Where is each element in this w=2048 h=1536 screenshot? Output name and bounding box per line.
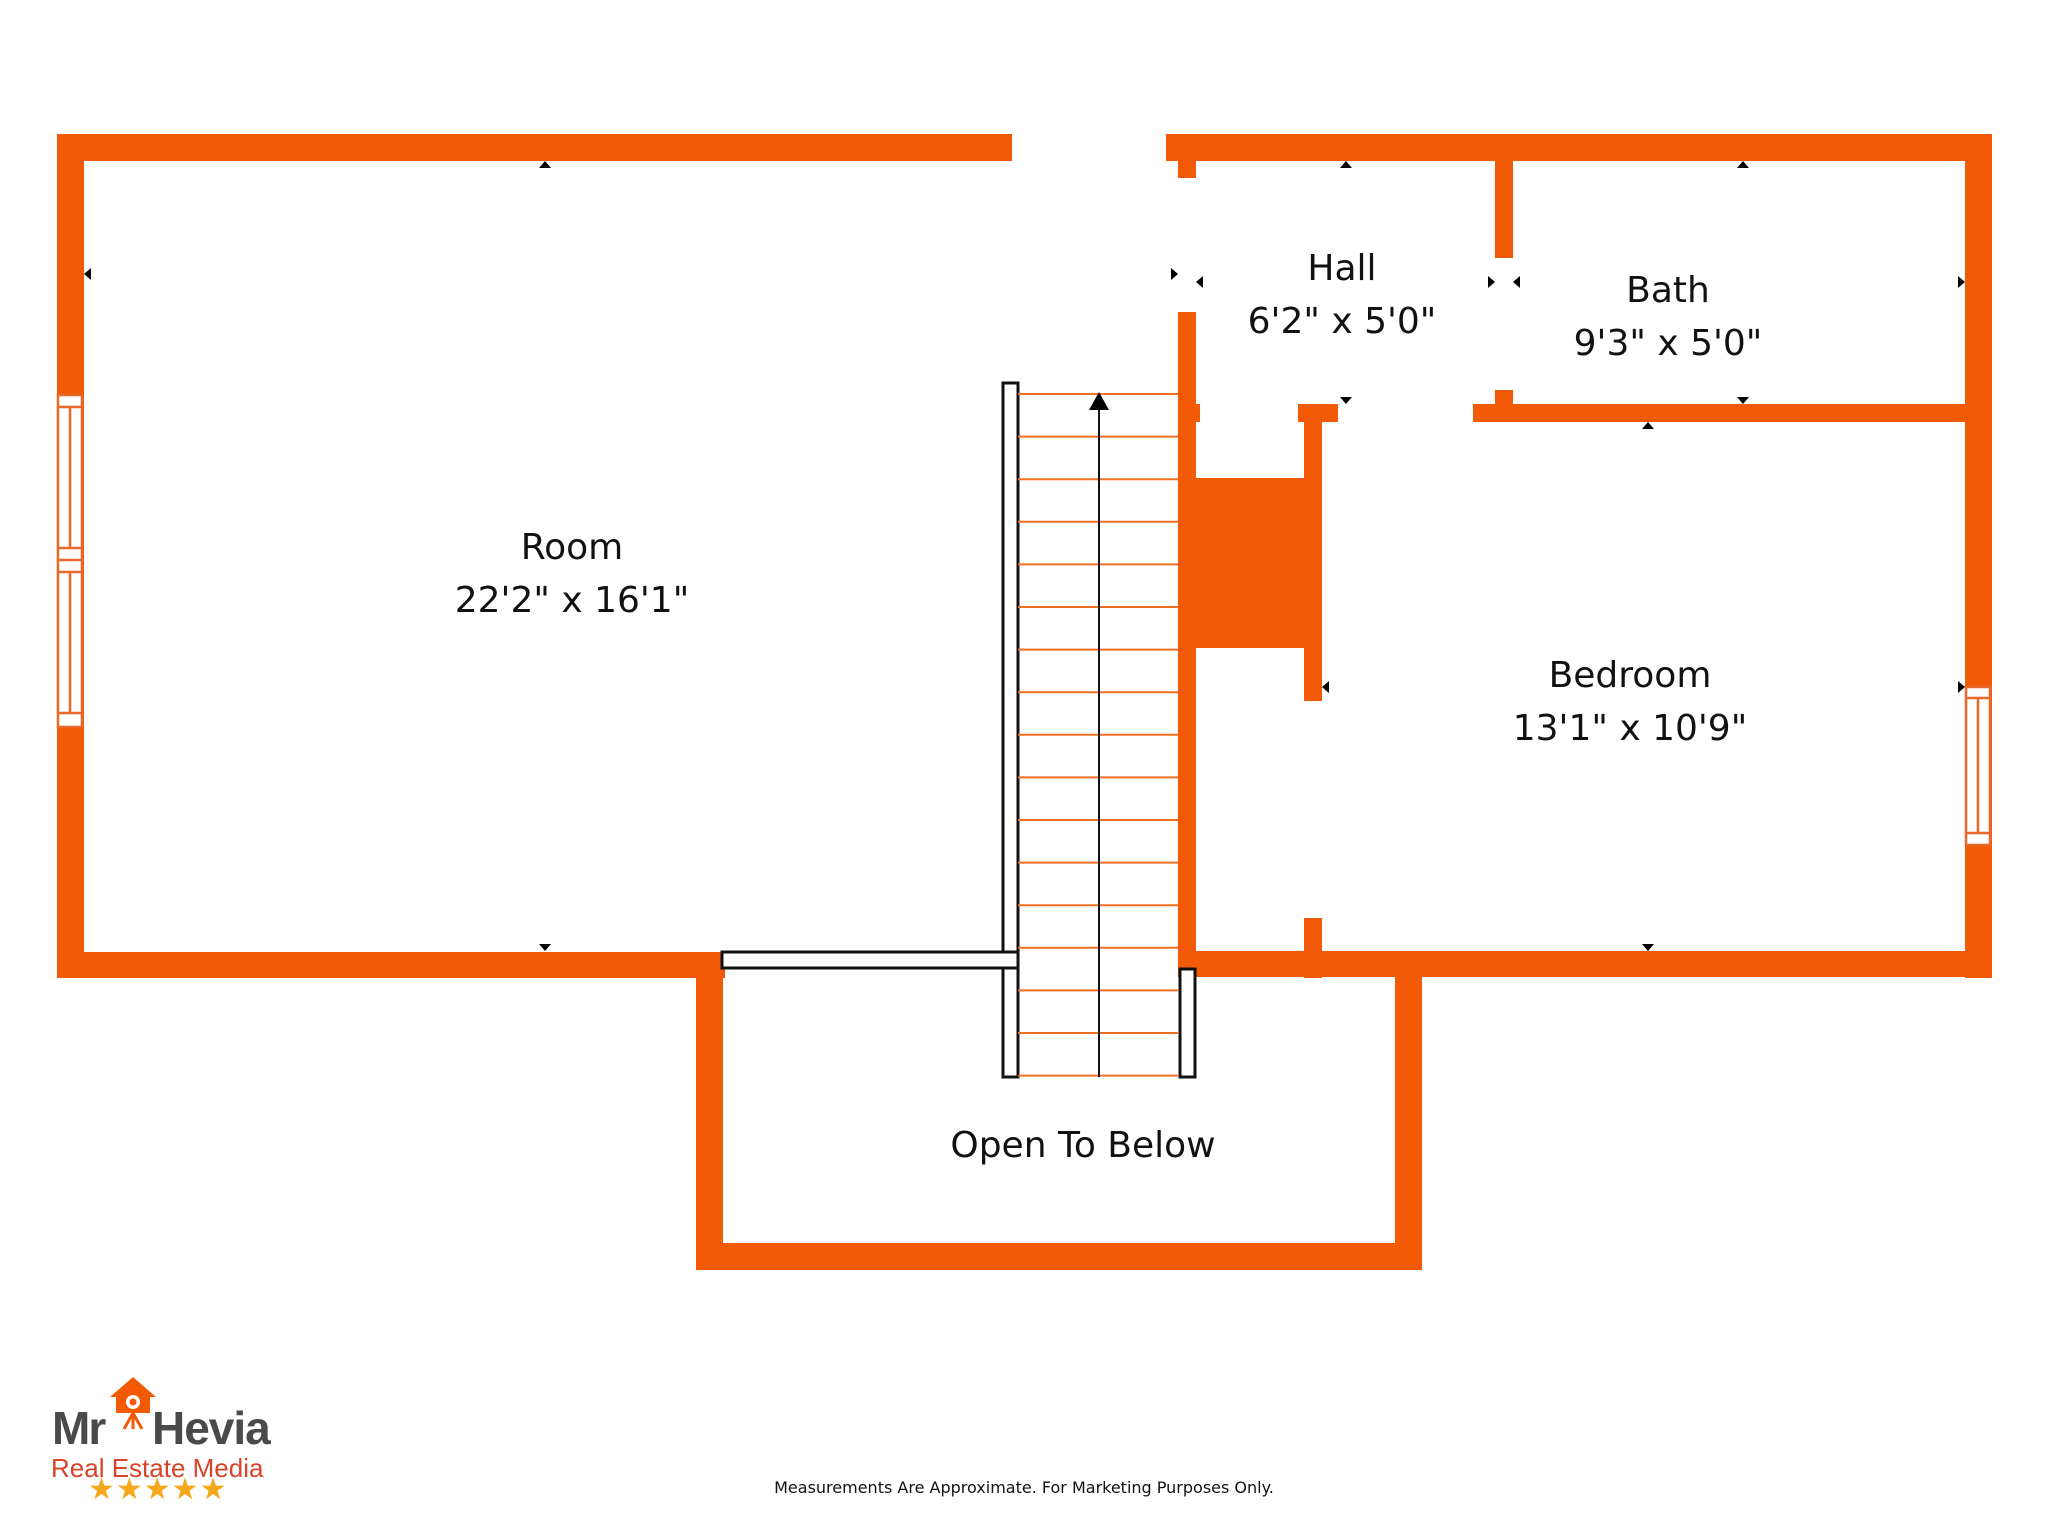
window-left [56,393,84,729]
wall-bath-bottom [1473,404,1992,422]
wall-right [1965,134,1992,978]
svg-text:13'1" x 10'9": 13'1" x 10'9" [1513,708,1748,749]
wall-bottom-right [1180,951,1992,977]
svg-text:Room: Room [521,527,624,568]
room-label-open-to-below: Open To Below [950,1125,1215,1166]
wall-otb-bottom [696,1243,1422,1270]
stair-up-arrow-icon [1089,392,1109,410]
wall-hall-bottom-a [1178,404,1200,422]
chimney-block [1178,478,1322,648]
staircase [720,381,1197,1079]
room-label-bedroom: Bedroom 13'1" x 10'9" [1513,655,1748,749]
wall-hall-bath [1495,134,1513,258]
wall-bedroom-left-lower [1304,918,1322,978]
svg-text:Bedroom: Bedroom [1549,655,1712,696]
svg-text:22'2" x 16'1": 22'2" x 16'1" [455,580,690,621]
wall-bottom-left [57,952,725,978]
house-camera-icon [110,1377,156,1430]
window-bedroom [1964,685,1992,847]
wall-otb-left [696,952,723,1270]
wall-top-right [1166,134,1992,161]
svg-text:Hall: Hall [1307,248,1376,289]
svg-text:6'2" x 5'0": 6'2" x 5'0" [1248,301,1437,342]
wall-otb-right [1395,952,1422,1270]
logo-tagline: Real Estate Media [51,1453,264,1483]
logo-brand-left: Mr [52,1402,106,1454]
svg-text:9'3" x 5'0": 9'3" x 5'0" [1574,323,1763,364]
dimension-markers [84,161,1965,951]
wall-top-left [57,134,1012,161]
svg-text:Open To Below: Open To Below [950,1125,1215,1166]
disclaimer-text: Measurements Are Approximate. For Market… [774,1478,1274,1497]
room-label-hall: Hall 6'2" x 5'0" [1248,248,1437,342]
logo-brand-right: Hevia [152,1402,271,1454]
svg-text:Bath: Bath [1626,270,1710,311]
star-rating-icon: ★★★★★ [88,1472,228,1507]
wall-hall-left [1178,134,1196,178]
room-label-bath: Bath 9'3" x 5'0" [1574,270,1763,364]
room-label-room: Room 22'2" x 16'1" [455,527,690,621]
brand-logo: Mr Hevia Real Estate Media ★★★★★ [48,1375,288,1505]
